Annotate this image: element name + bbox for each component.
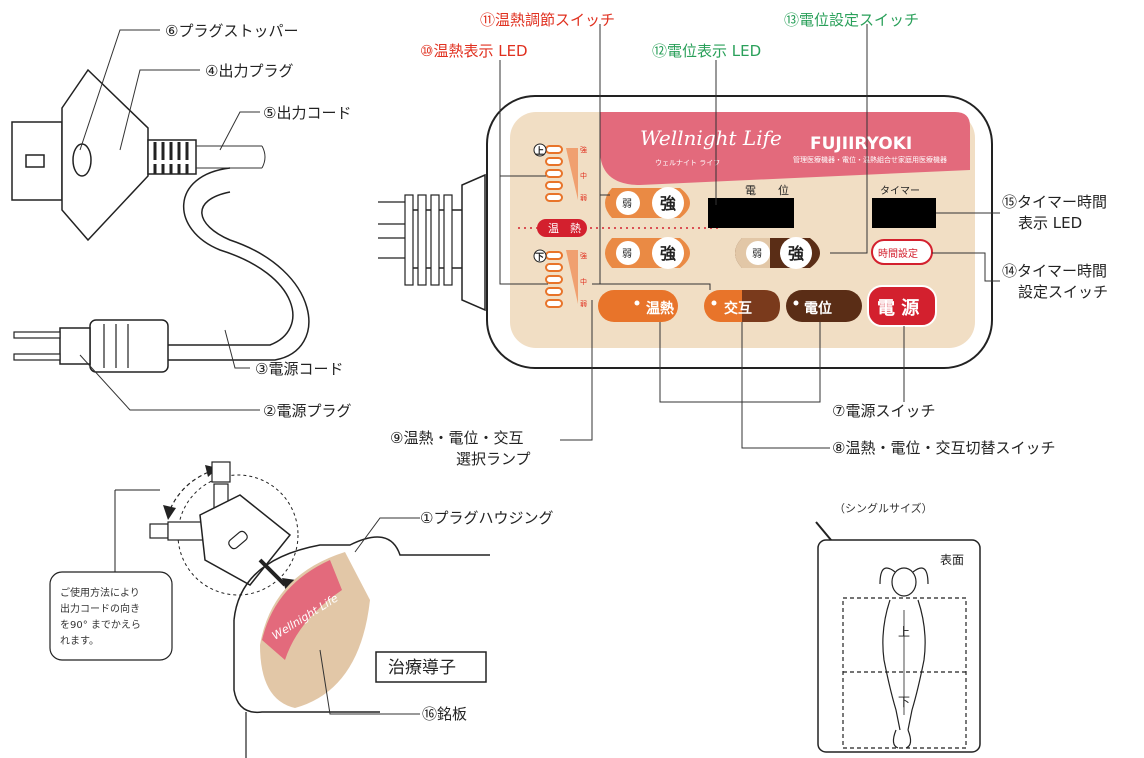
level-mid-bottom: 中	[580, 277, 587, 286]
level-weak-top: 弱	[580, 194, 587, 202]
heat-adjust-bottom[interactable]	[605, 237, 690, 269]
brand-logo: Wellnight Life	[640, 126, 782, 150]
pad-title-box	[375, 651, 487, 683]
level-strong-top: 強	[580, 146, 587, 154]
level-mid-top: 中	[580, 171, 587, 180]
callout-timer-switch-2: 設定スイッチ	[1018, 283, 1108, 301]
callout-power-switch: ⑦電源スイッチ	[832, 402, 935, 420]
heat-top-weak-button[interactable]: 弱	[622, 198, 632, 210]
heat-adjust-top[interactable]	[605, 187, 690, 219]
level-top-label: 上	[535, 145, 544, 157]
power-button-label[interactable]: 電 源	[877, 297, 919, 319]
brand-kana: ウェルナイト ライフ	[655, 159, 720, 167]
timer-set-label[interactable]: 時間設定	[878, 247, 918, 260]
callout-timer-led-2: 表示 LED	[1018, 214, 1082, 232]
timer-label: タイマー	[880, 185, 920, 197]
panel-leaders	[499, 24, 1000, 449]
device-desc: 管理医療機器・電位・温熱組合せ家庭用医療機器	[793, 155, 947, 164]
callout-potential-led: ⑫電位表示 LED	[652, 42, 761, 60]
mat-surface-label: 表面	[940, 553, 964, 567]
potential-setting-switch[interactable]	[735, 237, 820, 269]
callout-mode-switch: ⑧温熱・電位・交互切替スイッチ	[832, 439, 1055, 457]
potential-led	[708, 198, 794, 228]
callout-potential-switch: ⑬電位設定スイッチ	[784, 11, 919, 29]
mat	[815, 521, 981, 753]
callout-power-cord: ③電源コード	[255, 360, 343, 378]
note-line-2: 出力コードの向き	[60, 602, 140, 615]
potential-weak-button[interactable]: 弱	[752, 248, 762, 260]
mode-select-buttons[interactable]	[598, 290, 862, 322]
note-box	[49, 489, 173, 661]
heat-led-column	[533, 143, 578, 308]
level-strong-bottom: 強	[580, 252, 587, 260]
maker-logo: FUJIIRYOKI	[810, 134, 912, 154]
timer-led	[872, 198, 936, 228]
rotation-illustration	[149, 461, 299, 598]
heat-bottom-strong-button[interactable]: 強	[660, 244, 676, 263]
pad-title: 治療導子	[388, 658, 456, 678]
callout-output-plug: ④出力プラグ	[205, 62, 293, 80]
potential-label: 電 位	[745, 183, 789, 197]
power-button[interactable]	[867, 285, 937, 327]
heat-top-strong-button[interactable]: 強	[660, 194, 676, 213]
mat-size-label: （シングルサイズ）	[834, 501, 933, 515]
callout-heat-adjust-switch: ⑪温熱調節スイッチ	[480, 11, 615, 29]
plug-leaders	[79, 29, 260, 411]
mode-potential-button[interactable]: 電位	[804, 300, 832, 317]
mat-bottom-label: 下	[898, 695, 910, 709]
level-weak-bottom: 弱	[580, 300, 587, 308]
callout-select-lamp-1: ⑨温熱・電位・交互	[390, 429, 523, 447]
callout-plug-stopper: ⑥プラグストッパー	[165, 22, 298, 40]
plug-housing: Wellnight Life	[233, 536, 490, 758]
power-cord	[168, 167, 310, 361]
callout-timer-switch-1: ⑭タイマー時間	[1002, 262, 1107, 280]
callout-timer-led-1: ⑮タイマー時間	[1002, 193, 1107, 211]
note-line-1: ご使用方法により	[60, 586, 140, 599]
mode-alternate-button[interactable]: 交互	[724, 300, 752, 317]
callout-nameplate: ⑯銘板	[422, 705, 467, 723]
level-bottom-label: 下	[535, 252, 544, 263]
callout-heat-led: ⑩温熱表示 LED	[420, 42, 528, 60]
power-plug	[13, 319, 169, 373]
housing-leaders	[319, 517, 420, 715]
heat-badge	[537, 219, 587, 237]
callout-plug-housing: ①プラグハウジング	[420, 509, 553, 527]
heat-badge-label: 温 熱	[548, 222, 581, 235]
callout-power-plug: ②電源プラグ	[263, 402, 351, 420]
note-line-4: れます。	[60, 635, 99, 647]
timer-set-button[interactable]	[871, 239, 933, 265]
heat-bottom-weak-button[interactable]: 弱	[622, 248, 632, 260]
mode-heat-button[interactable]: 温熱	[646, 300, 674, 317]
potential-strong-button[interactable]: 強	[788, 244, 804, 263]
note-line-3: を90° までかえら	[60, 619, 141, 631]
mat-top-label: 上	[898, 625, 910, 639]
callout-output-cord: ⑤出力コード	[263, 104, 351, 122]
callout-select-lamp-2: 選択ランプ	[456, 450, 531, 468]
output-plug-assembly	[11, 68, 266, 242]
